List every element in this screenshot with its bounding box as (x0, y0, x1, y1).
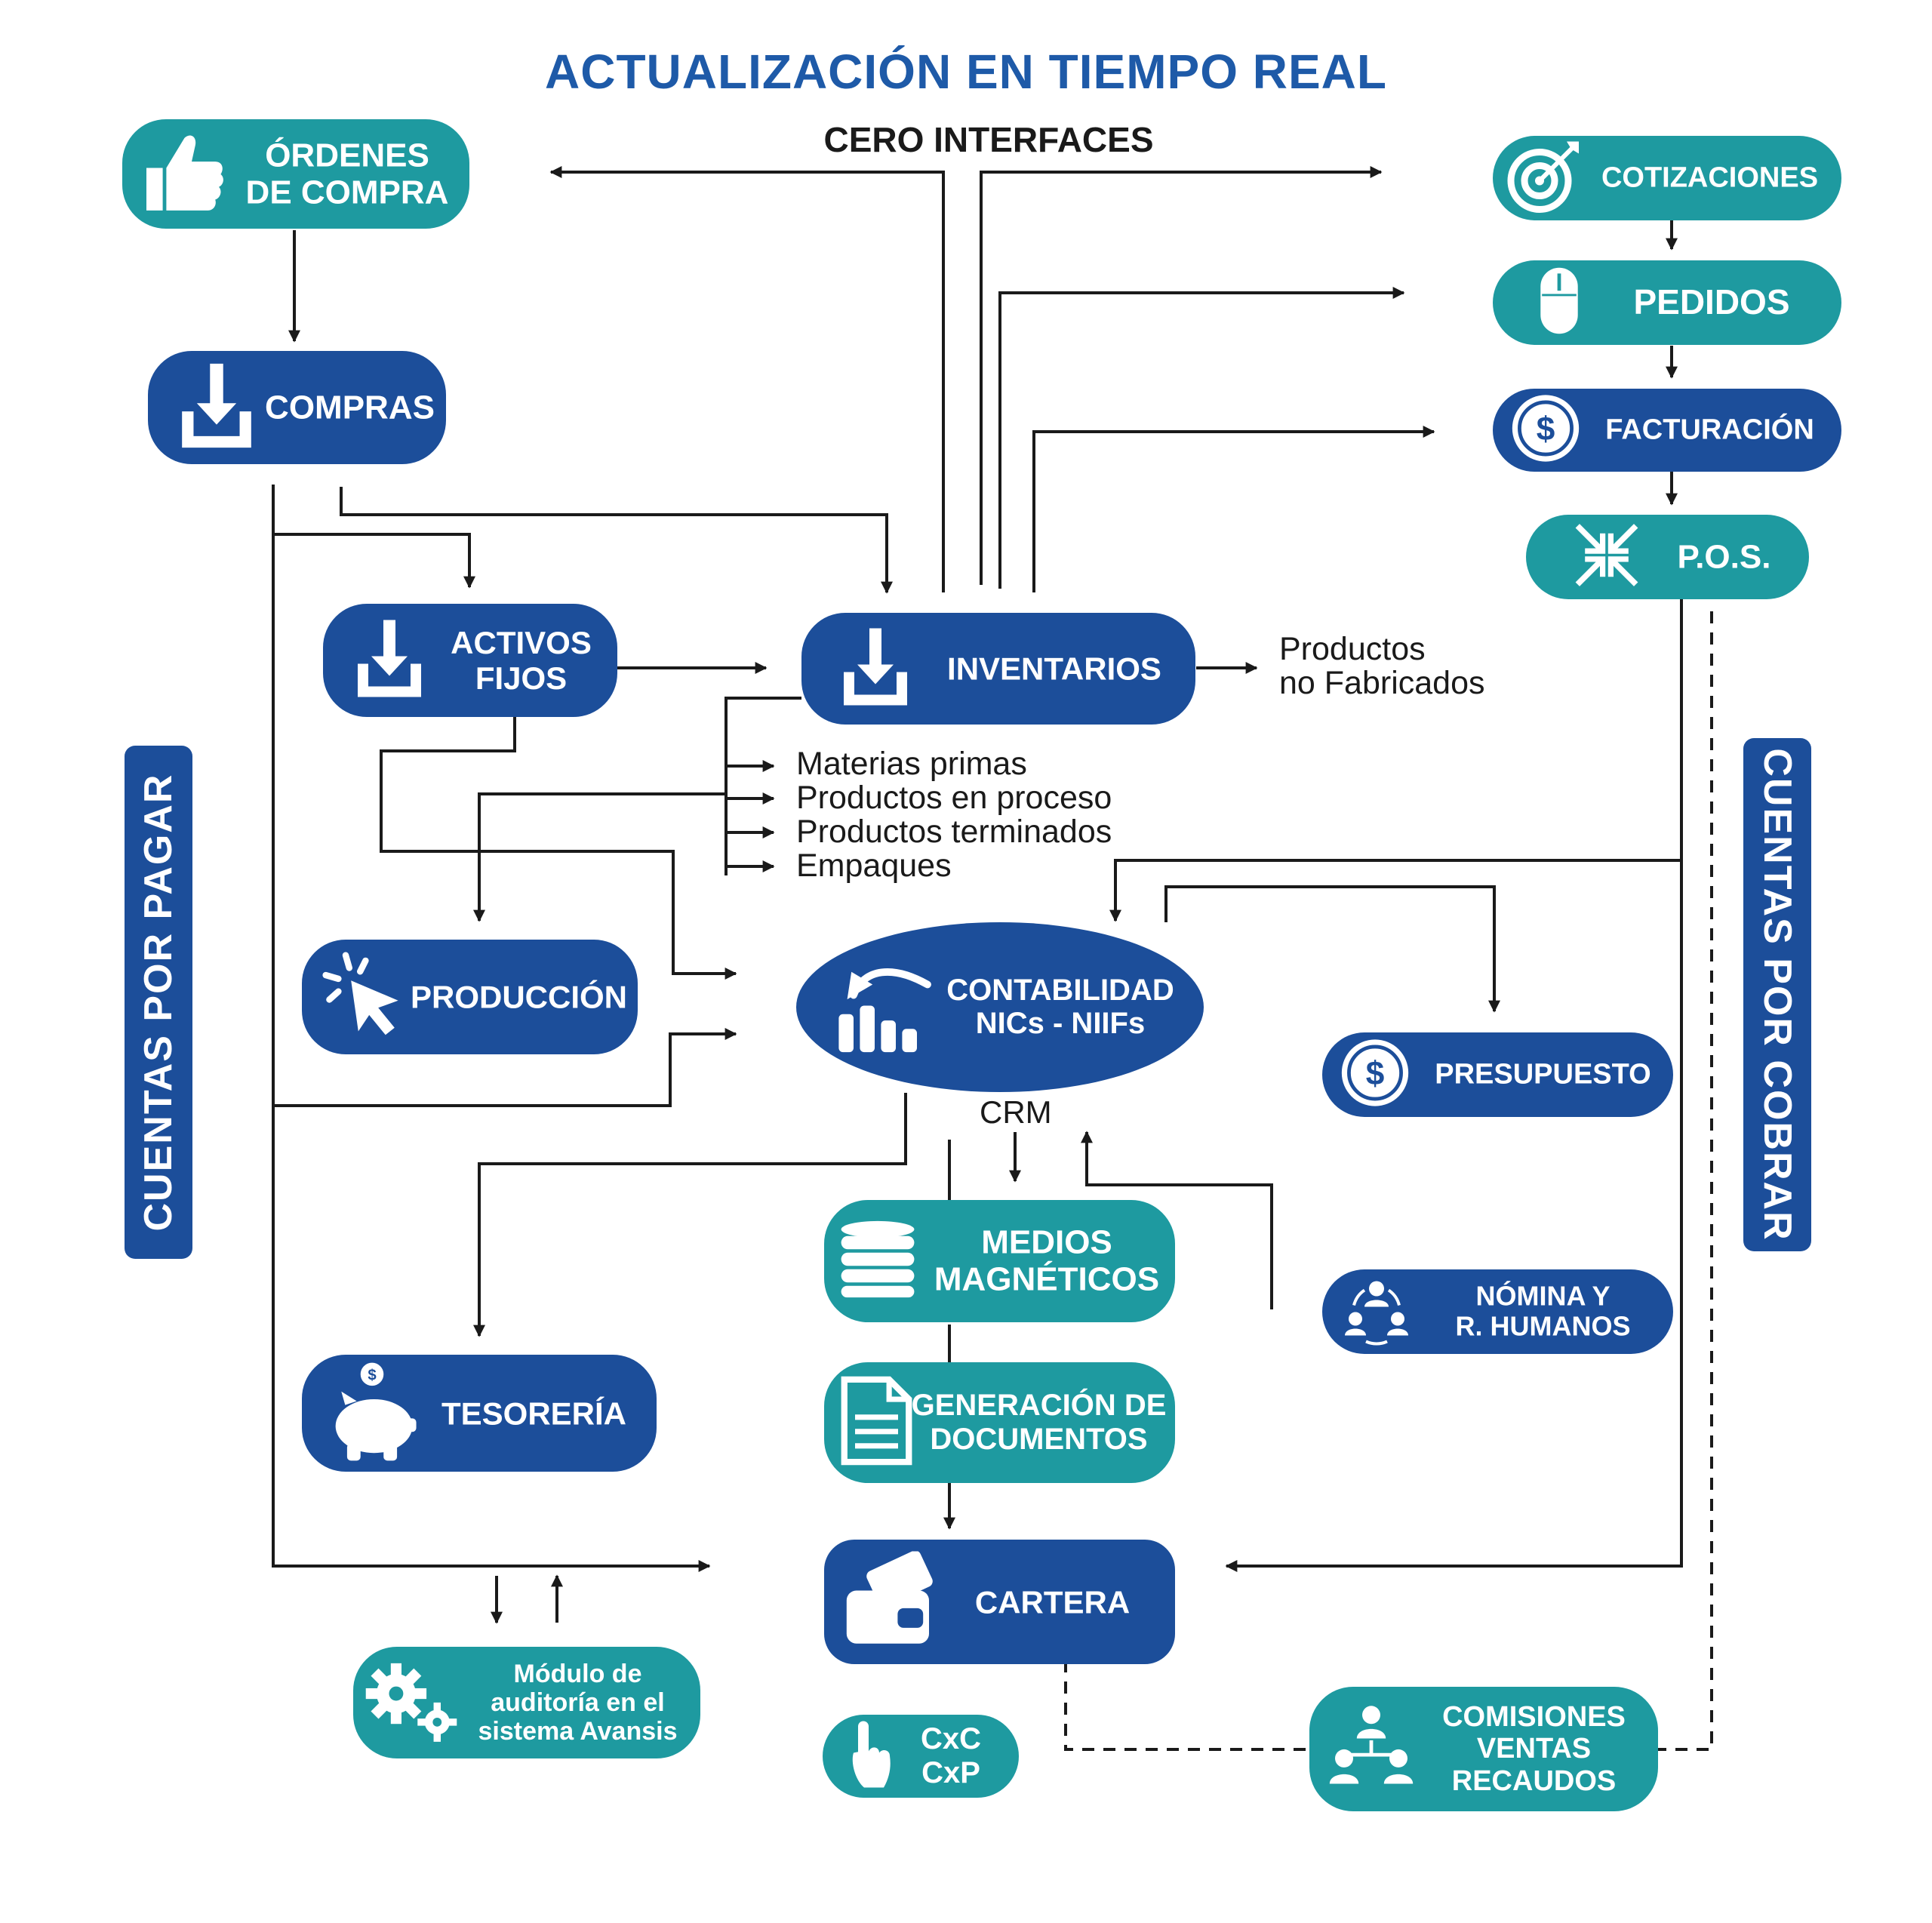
inv-branch-line (724, 697, 801, 875)
svg-text:$: $ (368, 1367, 377, 1383)
dollar-coin-icon: $ (1339, 1037, 1411, 1113)
contabilidad-label: CONTABILIDAD NICs - NIIFs (946, 973, 1174, 1041)
node-cartera[interactable]: CARTERA (824, 1540, 1175, 1664)
materias-primas-label: Materias primas (796, 746, 1027, 782)
gears-icon (362, 1656, 460, 1750)
comisiones-label: COMISIONES VENTAS RECAUDOS (1442, 1700, 1626, 1797)
node-inventarios[interactable]: INVENTARIOS (801, 613, 1195, 725)
node-modulo-auditoria[interactable]: Módulo de auditoría en el sistema Avansi… (353, 1647, 700, 1758)
arrow-compras-inventarios (340, 487, 893, 594)
document-icon (841, 1376, 912, 1470)
hand-pointer-icon (844, 1717, 897, 1796)
download-tray-icon (352, 617, 427, 704)
node-comisiones[interactable]: COMISIONES VENTAS RECAUDOS (1309, 1687, 1658, 1811)
cuentas-por-cobrar-bar: CUENTAS POR COBRAR (1743, 738, 1811, 1251)
arrow-cero-left (549, 166, 945, 592)
cotizaciones-label: COTIZACIONES (1601, 162, 1819, 194)
mouse-icon (1537, 265, 1582, 340)
arrow-activos-contabilidad (380, 713, 737, 980)
arrow-cxp-contabilidad (273, 1028, 737, 1107)
node-ordenes-de-compra[interactable]: ÓRDENES DE COMPRA (122, 119, 469, 229)
compras-label: COMPRAS (265, 389, 435, 426)
arrow-contab-tesoreria (473, 1093, 907, 1337)
produccion-label: PRODUCCIÓN (410, 979, 627, 1015)
cursor-click-icon (318, 950, 409, 1045)
ordenes-label: ÓRDENES DE COMPRA (245, 137, 449, 211)
arrow-cxp-cartera (272, 485, 711, 1572)
arrow-pos-contabilidad (1109, 859, 1681, 922)
org-people-icon (1326, 1702, 1417, 1796)
svg-text:$: $ (1537, 411, 1555, 448)
diagram-subtitle: CERO INTERFACES (823, 120, 1154, 159)
empaques-label: Empaques (796, 848, 952, 884)
node-contabilidad[interactable]: CONTABILIDAD NICs - NIIFs (796, 922, 1204, 1092)
presupuesto-label: PRESUPUESTO (1435, 1058, 1651, 1091)
node-compras[interactable]: COMPRAS (148, 351, 446, 464)
team-cycle-icon (1339, 1272, 1414, 1352)
productos-terminados-label: Productos terminados (796, 814, 1112, 850)
nomina-label: NÓMINA Y R. HUMANOS (1455, 1280, 1631, 1342)
node-activos-fijos[interactable]: ACTIVOS FIJOS (323, 604, 617, 717)
dollar-coin-icon: $ (1509, 392, 1582, 469)
arrow-inv-produccion (473, 792, 726, 922)
node-pedidos[interactable]: PEDIDOS (1493, 260, 1841, 345)
inventarios-label: INVENTARIOS (947, 651, 1161, 687)
productos-en-proceso-label: Productos en proceso (796, 780, 1112, 816)
node-cotizaciones[interactable]: COTIZACIONES (1493, 136, 1841, 220)
thumbs-up-icon (137, 127, 228, 221)
node-nomina[interactable]: NÓMINA Y R. HUMANOS (1322, 1269, 1673, 1354)
node-tesoreria[interactable]: $ TESORERÍA (302, 1355, 657, 1472)
medios-label: MEDIOS MAGNÉTICOS (934, 1223, 1160, 1298)
arrow-contab-presupuesto (1164, 885, 1500, 1013)
crm-label: CRM (980, 1094, 1052, 1130)
wallet-icon (841, 1549, 939, 1653)
arrow-pos-cartera (1225, 596, 1683, 1572)
generacion-label: GENERACIÓN DE DOCUMENTOS (911, 1389, 1167, 1456)
download-tray-icon (838, 626, 913, 712)
cuentas-por-pagar-bar: CUENTAS POR PAGAR (125, 746, 192, 1259)
cuentas-por-pagar-label: CUENTAS POR PAGAR (137, 773, 180, 1232)
node-cxc-cxp[interactable]: CxC CxP (823, 1715, 1019, 1798)
arrow-nomina-crm (1081, 1131, 1273, 1309)
bar-chart-growth-icon (832, 952, 938, 1062)
diagram-title: ACTUALIZACIÓN EN TIEMPO REAL (545, 45, 1387, 99)
node-medios-magneticos[interactable]: MEDIOS MAGNÉTICOS (824, 1200, 1175, 1322)
arrow-inv-pedidos (998, 287, 1405, 589)
arrow-compras-activos (273, 533, 475, 589)
node-produccion[interactable]: PRODUCCIÓN (302, 940, 638, 1054)
arrow-cero-right (980, 166, 1383, 585)
auditoria-label: Módulo de auditoría en el sistema Avansi… (478, 1659, 678, 1746)
svg-text:$: $ (1366, 1055, 1385, 1092)
node-pos[interactable]: P.O.S. (1526, 515, 1809, 599)
tesoreria-label: TESORERÍA (441, 1395, 627, 1431)
download-tray-icon (175, 361, 258, 455)
node-generacion-documentos[interactable]: GENERACIÓN DE DOCUMENTOS (824, 1362, 1175, 1483)
activos-label: ACTIVOS FIJOS (451, 624, 592, 696)
dashed-cartera-comisiones (1064, 1660, 1309, 1751)
pedidos-label: PEDIDOS (1633, 282, 1790, 322)
node-presupuesto[interactable]: $ PRESUPUESTO (1322, 1032, 1673, 1117)
pos-label: P.O.S. (1677, 538, 1771, 576)
compress-arrows-icon (1573, 522, 1641, 593)
database-icon (836, 1218, 919, 1305)
arrow-inv-facturacion (1032, 426, 1435, 592)
productos-no-fabricados-label: Productos no Fabricados (1279, 631, 1485, 702)
cartera-label: CARTERA (974, 1583, 1131, 1620)
node-facturacion[interactable]: $ FACTURACIÓN (1493, 389, 1841, 472)
target-icon (1506, 139, 1582, 218)
cxc-label: CxC CxP (920, 1722, 982, 1789)
cuentas-por-cobrar-label: CUENTAS POR COBRAR (1755, 748, 1799, 1241)
facturacion-label: FACTURACIÓN (1605, 414, 1814, 446)
piggy-bank-icon: $ (323, 1358, 421, 1468)
